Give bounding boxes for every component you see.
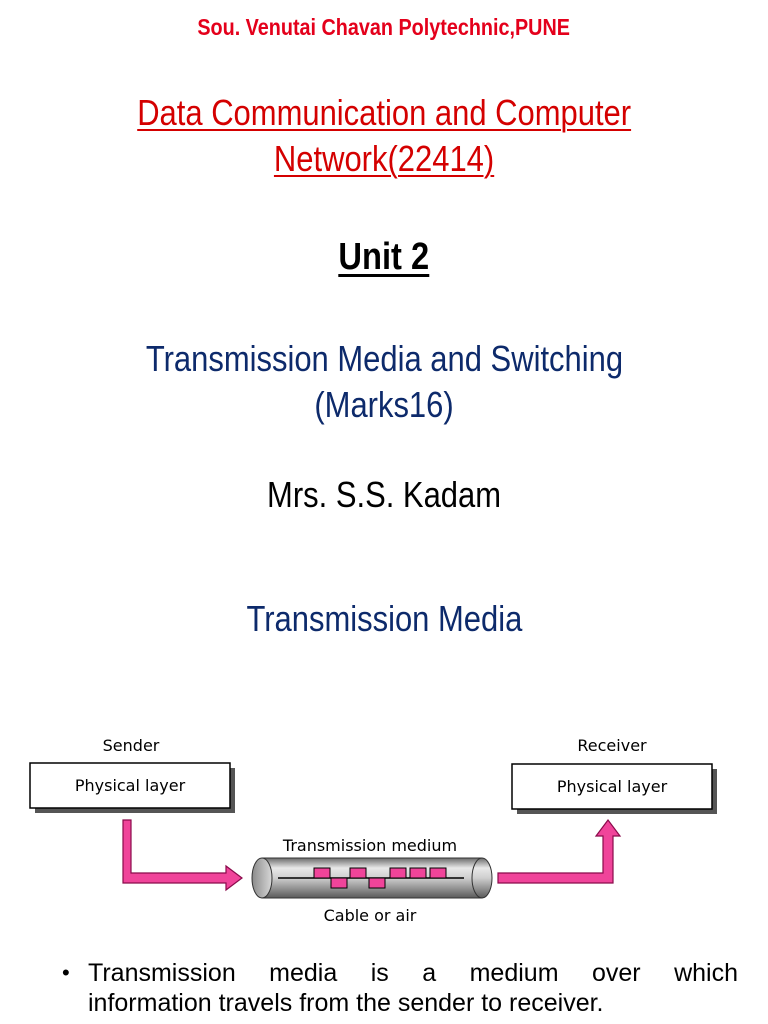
topic-line1: Transmission Media and Switching	[145, 338, 623, 379]
section-title: Transmission Media	[246, 598, 522, 639]
sender-label: Sender	[103, 736, 160, 755]
signal-pulse-up	[313, 867, 331, 879]
bullet-text-line1: Transmission media is a medium over whic…	[88, 959, 738, 987]
author-name: Mrs. S.S. Kadam	[266, 474, 501, 515]
course-title: Data Communication and Computer Network(…	[0, 90, 768, 182]
medium-label: Transmission medium	[282, 836, 457, 855]
topic-title: Transmission Media and Switching (Marks1…	[0, 336, 768, 428]
unit-heading: Unit 2	[338, 236, 430, 278]
signal-pulse-up	[409, 867, 427, 879]
college-name: Sou. Venutai Chavan Polytechnic,PUNE	[197, 14, 571, 40]
bullet-text-line2: information travels from the sender to r…	[88, 989, 604, 1017]
signal-pulse-down	[368, 877, 386, 889]
receiver-box-label: Physical layer	[557, 777, 668, 796]
signal-pulse-up	[389, 867, 407, 879]
course-title-line1: Data Communication and Computer	[137, 92, 631, 133]
bullet-text: Transmission media is a medium over whic…	[88, 958, 738, 1018]
receiver-box	[511, 763, 713, 810]
receiver-label: Receiver	[577, 736, 647, 755]
transmission-diagram: Sender Physical layer Receiver Physical …	[29, 736, 717, 925]
signal-pulse-up	[429, 867, 447, 879]
sender-box-label: Physical layer	[75, 776, 186, 795]
medium-caption: Cable or air	[324, 906, 417, 925]
signal-pulse-down	[330, 877, 348, 889]
topic-line2: (Marks16)	[314, 384, 454, 425]
signal-pulse-up	[349, 867, 367, 879]
medium-signal	[313, 867, 447, 889]
medium-pipe-left-cap	[251, 857, 273, 899]
course-title-line2: Network(22414)	[273, 138, 495, 179]
sender-arrow	[122, 819, 243, 892]
receiver-arrow	[497, 819, 622, 884]
bullet-dot-icon: •	[62, 960, 70, 985]
sender-box	[29, 762, 231, 809]
medium-pipe-right-cap	[471, 857, 493, 899]
